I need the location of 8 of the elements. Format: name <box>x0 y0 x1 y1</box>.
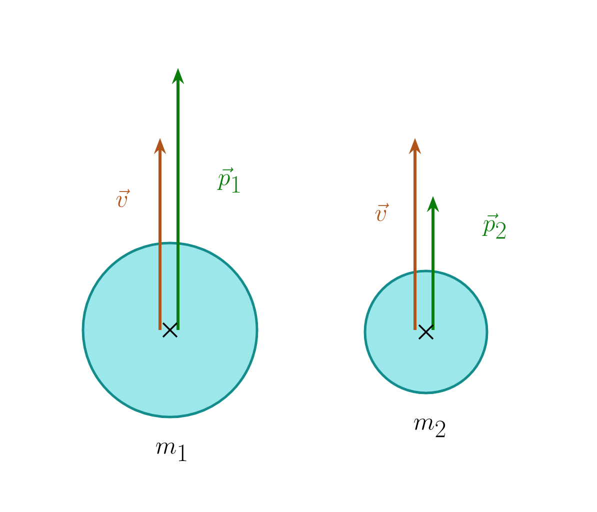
momentum-label: $\vec{p}_2$ <box>482 213 506 239</box>
momentum-label: $\vec{p}_1$ <box>217 167 240 193</box>
velocity-label: $\vec{v}$ <box>116 189 130 208</box>
mass-circle <box>364 270 488 394</box>
mass-circle <box>82 242 258 418</box>
velocity-label: $\vec{v}$ <box>375 203 389 222</box>
mass-label: $m_1$ <box>156 442 186 462</box>
mass-label: $m_2$ <box>414 418 446 438</box>
